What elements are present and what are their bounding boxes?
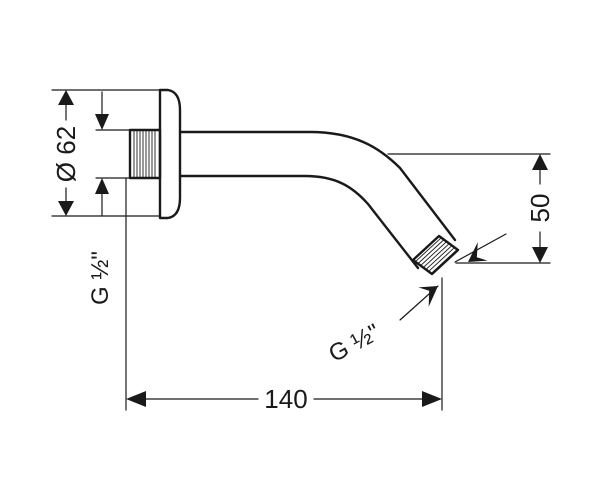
thread-line [428,247,456,272]
arrow-right-icon [418,286,438,307]
thread-line [420,241,448,267]
shower-arm-tube [178,130,457,270]
thread-line [414,237,442,263]
left-thread-dimension: G ½" [87,91,131,305]
wall-flange [158,88,182,220]
length-label: 140 [264,384,307,414]
height-label: 50 [525,194,555,223]
thread-line [422,243,450,269]
arrow-right-icon [422,391,442,407]
arrow-left-icon [126,391,146,407]
arrow-down-icon [532,247,548,263]
arrow-up-icon [532,154,548,170]
length-dimension: 140 [125,177,443,414]
arrow-left-icon [468,242,488,262]
diameter-dimension: Ø 62 [51,89,161,217]
diameter-label: Ø 62 [51,126,81,182]
right-thread-dimension: G ½" [324,233,507,368]
thread-line [430,248,458,274]
thread-line [425,245,453,270]
arrow-down-icon [95,114,109,130]
outlet-threaded-end [411,234,460,276]
arrow-up-icon [95,178,109,194]
left-thread-label: G ½" [87,251,114,305]
height-dimension: 50 [387,153,555,264]
thread-line [417,239,445,265]
right-thread-label: G ½" [324,319,384,368]
arrow-up-icon [58,90,74,105]
arrow-down-icon [58,201,74,216]
left-threaded-connector [128,128,162,180]
